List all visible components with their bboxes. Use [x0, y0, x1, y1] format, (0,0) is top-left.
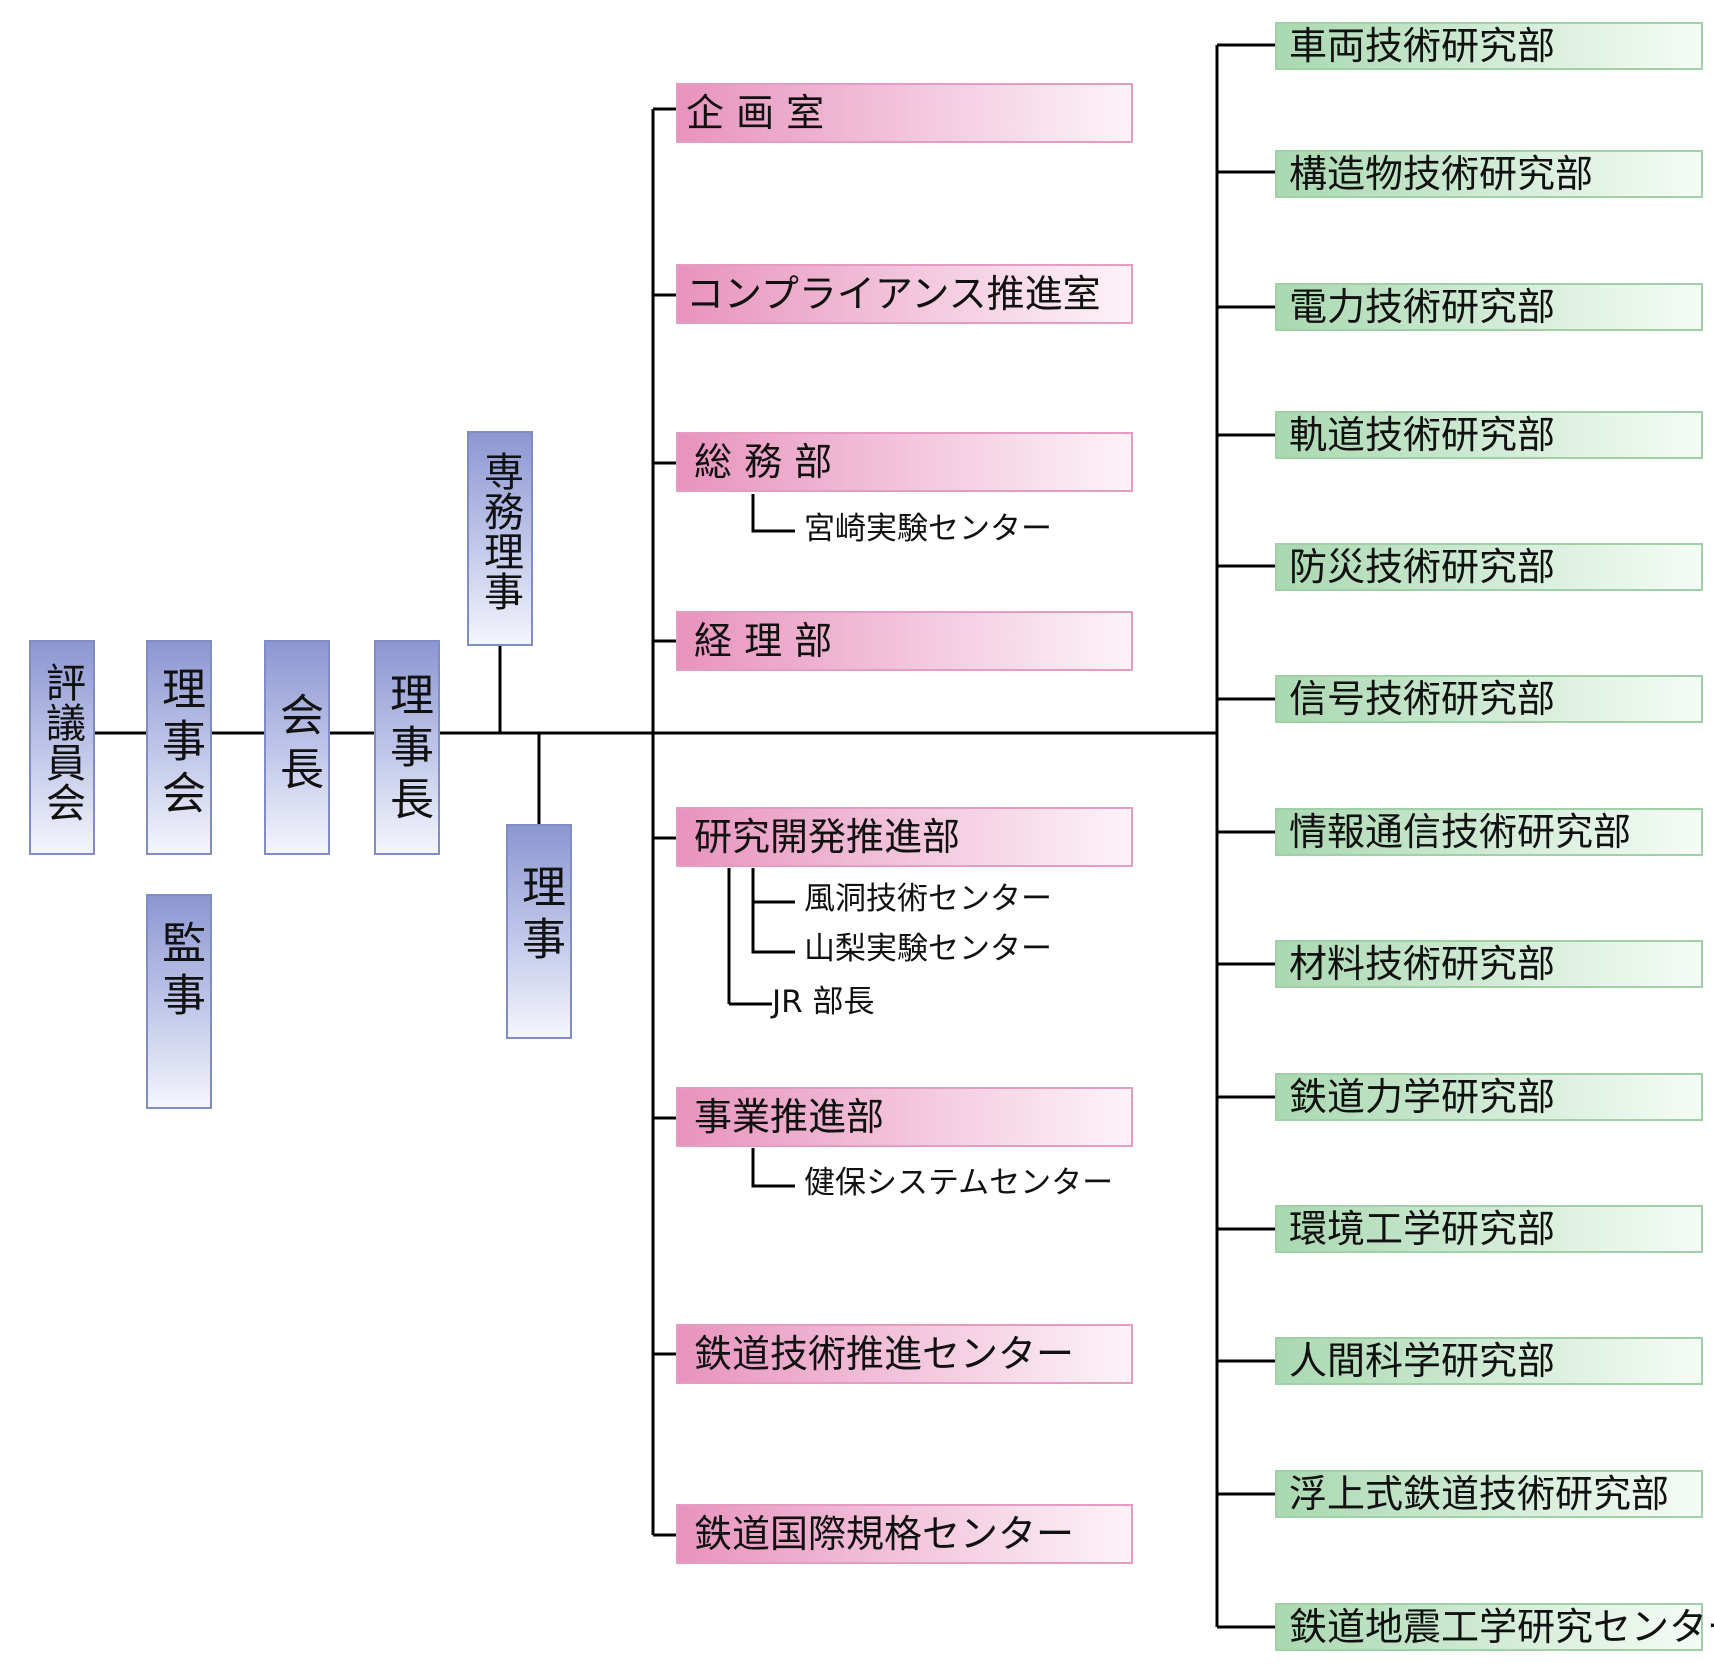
council-box: 評議員会 — [29, 640, 95, 855]
sub-yamanashi: 山梨実験センター — [804, 931, 1052, 967]
dept-intl-standards: 鉄道国際規格センター — [676, 1504, 1133, 1564]
board-label: 理事会 — [154, 666, 205, 822]
board-box: 理事会 — [146, 640, 212, 855]
research-10: 人間科学研究部 — [1275, 1337, 1703, 1385]
research-5: 信号技術研究部 — [1275, 675, 1703, 723]
managing-director-label: 専務理事 — [477, 451, 523, 611]
chairman-label: 会長 — [272, 692, 323, 800]
president-box: 理事長 — [374, 640, 440, 855]
research-1: 構造物技術研究部 — [1275, 150, 1703, 198]
president-label: 理事長 — [382, 672, 433, 828]
dept-rd-promotion: 研究開発推進部 — [676, 807, 1133, 867]
dept-general-affairs: 総 務 部 — [676, 432, 1133, 492]
sub-miyazaki: 宮崎実験センター — [804, 511, 1052, 547]
research-12: 鉄道地震工学研究センター — [1275, 1603, 1714, 1651]
director-label: 理事 — [514, 864, 565, 968]
dept-compliance: コンプライアンス推進室 — [676, 264, 1133, 324]
sub-jr-director: JR 部長 — [772, 984, 875, 1020]
dept-accounting: 経 理 部 — [676, 611, 1133, 671]
research-0: 車両技術研究部 — [1275, 22, 1703, 70]
director-box: 理事 — [506, 824, 572, 1039]
research-4: 防災技術研究部 — [1275, 543, 1703, 591]
dept-planning: 企 画 室 — [676, 83, 1133, 143]
auditor-box: 監事 — [146, 894, 212, 1109]
research-11: 浮上式鉄道技術研究部 — [1275, 1470, 1703, 1518]
sub-wind-tunnel: 風洞技術センター — [804, 881, 1052, 917]
research-9: 環境工学研究部 — [1275, 1205, 1703, 1253]
council-label: 評議員会 — [39, 662, 85, 822]
chairman-box: 会長 — [264, 640, 330, 855]
research-2: 電力技術研究部 — [1275, 283, 1703, 331]
auditor-label: 監事 — [154, 920, 205, 1024]
research-3: 軌道技術研究部 — [1275, 411, 1703, 459]
research-8: 鉄道力学研究部 — [1275, 1073, 1703, 1121]
dept-business: 事業推進部 — [676, 1087, 1133, 1147]
research-6: 情報通信技術研究部 — [1275, 808, 1703, 856]
sub-health: 健保システムセンター — [804, 1165, 1114, 1201]
research-7: 材料技術研究部 — [1275, 940, 1703, 988]
dept-tech-promotion: 鉄道技術推進センター — [676, 1324, 1133, 1384]
managing-director-box: 専務理事 — [467, 431, 533, 646]
